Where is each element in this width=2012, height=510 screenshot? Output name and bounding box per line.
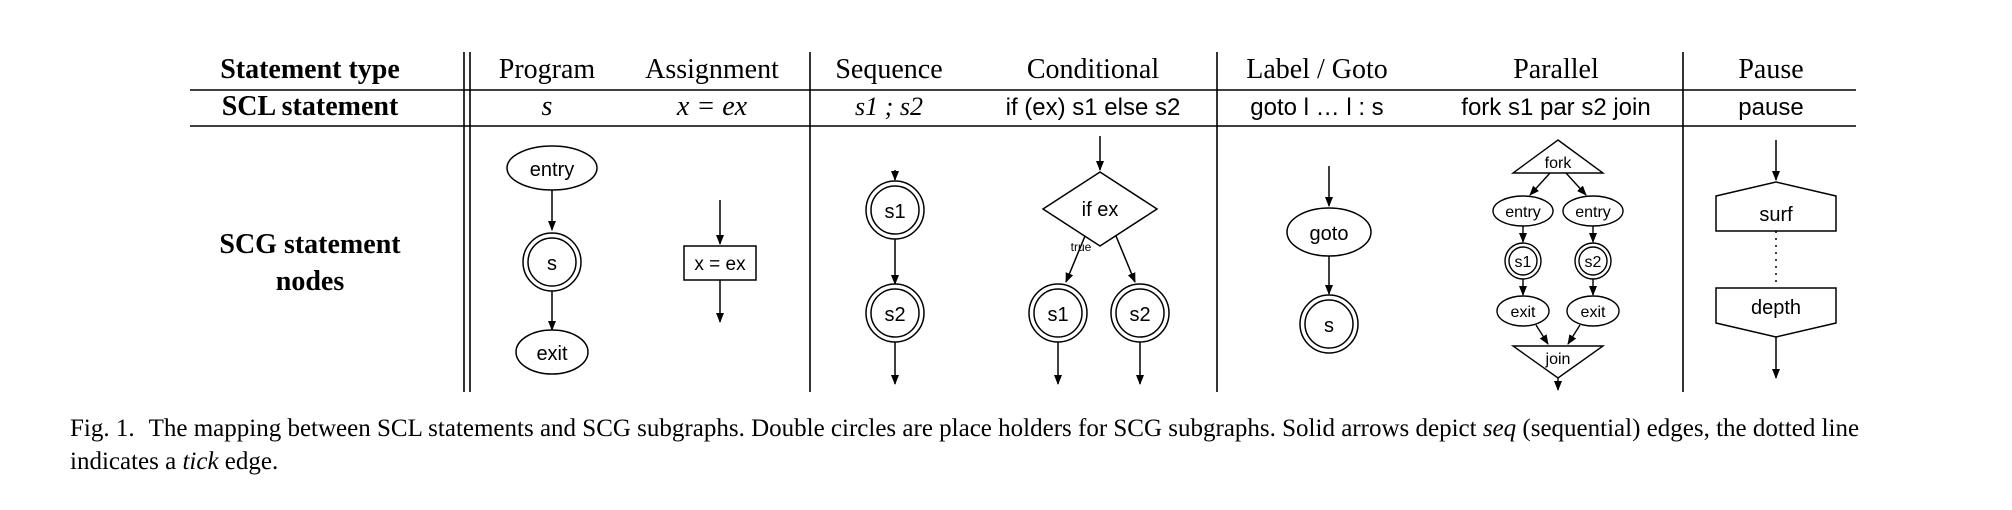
exit-node (515, 329, 589, 375)
col-header-sequence: Sequence (835, 54, 942, 85)
caption-seq: seq (1482, 415, 1517, 442)
s2-label: s2 (1585, 254, 1602, 271)
row-header-scg-line2: nodes (276, 266, 345, 297)
col-header-conditional: Conditional (1027, 54, 1159, 85)
s1-node-inner (870, 185, 920, 235)
assignment-label: x = ex (694, 254, 746, 275)
caption-text-3: edge. (218, 448, 279, 475)
join-label: join (1545, 351, 1571, 368)
label-target-node-inner (1304, 299, 1354, 349)
graph-parallel (1492, 139, 1624, 391)
col-header-parallel: Parallel (1513, 54, 1599, 85)
s1-label: s1 (1047, 304, 1068, 326)
row-header-statement-type: Statement type (220, 54, 400, 85)
s2-node-inner (1578, 246, 1608, 276)
scl-conditional: if (ex) s1 else s2 (1006, 94, 1181, 121)
s2-node-inner (870, 288, 920, 338)
col-header-label-goto: Label / Goto (1246, 54, 1388, 85)
scl-label-goto: goto l … l : s (1250, 94, 1383, 121)
s2-node-inner (1115, 288, 1165, 338)
row-header-scl-statement: SCL statement (222, 91, 399, 122)
figure-caption: Fig. 1. The mapping between SCL statement… (70, 412, 1950, 478)
surf-label: surf (1759, 204, 1793, 226)
col-header-pause: Pause (1738, 54, 1803, 85)
edge (1529, 172, 1551, 196)
scl-pause: pause (1738, 94, 1803, 121)
s1-node-inner (1508, 246, 1538, 276)
graph-program (506, 145, 598, 375)
placeholder-node-inner (527, 237, 577, 287)
graph-conditional (1028, 136, 1170, 385)
s1-node-inner (1033, 288, 1083, 338)
fork-label: fork (1545, 155, 1573, 172)
edge-true (1065, 235, 1086, 283)
row-header-scg-line1: SCG statement (219, 229, 401, 260)
depth-label: depth (1751, 297, 1801, 319)
figure-label: Fig. 1. (70, 415, 135, 442)
entry-label-right: entry (1575, 204, 1611, 221)
s1-label: s1 (1515, 254, 1532, 271)
edge-false (1115, 235, 1136, 283)
true-label: true (1071, 240, 1092, 254)
scl-assignment: x = ex (676, 91, 748, 122)
graph-assignment (683, 200, 757, 323)
depth-node (1715, 287, 1837, 338)
scl-scg-mapping-table: Statement type SCL statement SCG stateme… (190, 52, 1856, 392)
s-label: s (1324, 315, 1334, 337)
graph-label-goto (1286, 166, 1372, 354)
col-header-assignment: Assignment (645, 54, 779, 85)
surf-node (1715, 181, 1837, 232)
edge (1567, 324, 1581, 345)
scl-sequence: s1 ; s2 (855, 92, 923, 121)
caption-text-2: (sequential) edges, the dotted line indi… (70, 415, 1860, 475)
if-ex-label: if ex (1082, 199, 1119, 221)
col-header-program: Program (499, 54, 596, 85)
exit-label: exit (536, 343, 568, 365)
s2-label: s2 (1129, 304, 1150, 326)
exit-label-left: exit (1511, 304, 1536, 321)
graph-sequence (865, 170, 925, 385)
scl-parallel: fork s1 par s2 join (1461, 94, 1650, 121)
graph-pause (1715, 140, 1837, 379)
s-label: s (547, 253, 557, 275)
s1-label: s1 (884, 201, 905, 223)
caption-tick: tick (182, 448, 219, 475)
edge (1535, 324, 1549, 345)
label-target-node-outer (1299, 294, 1359, 354)
exit-node-left (1496, 295, 1550, 327)
exit-label-right: exit (1581, 304, 1606, 321)
s2-label: s2 (884, 304, 905, 326)
entry-label: entry (530, 159, 574, 181)
condition-node (1041, 171, 1159, 247)
goto-label: goto (1310, 223, 1349, 245)
join-node (1510, 345, 1606, 379)
entry-label-left: entry (1505, 204, 1541, 221)
table-grid (190, 52, 1856, 392)
edge (1565, 172, 1587, 196)
caption-text-1: The mapping between SCL statements and S… (148, 415, 1483, 442)
exit-node-right (1566, 295, 1620, 327)
scl-program: s (542, 91, 553, 122)
fork-node (1510, 139, 1606, 174)
